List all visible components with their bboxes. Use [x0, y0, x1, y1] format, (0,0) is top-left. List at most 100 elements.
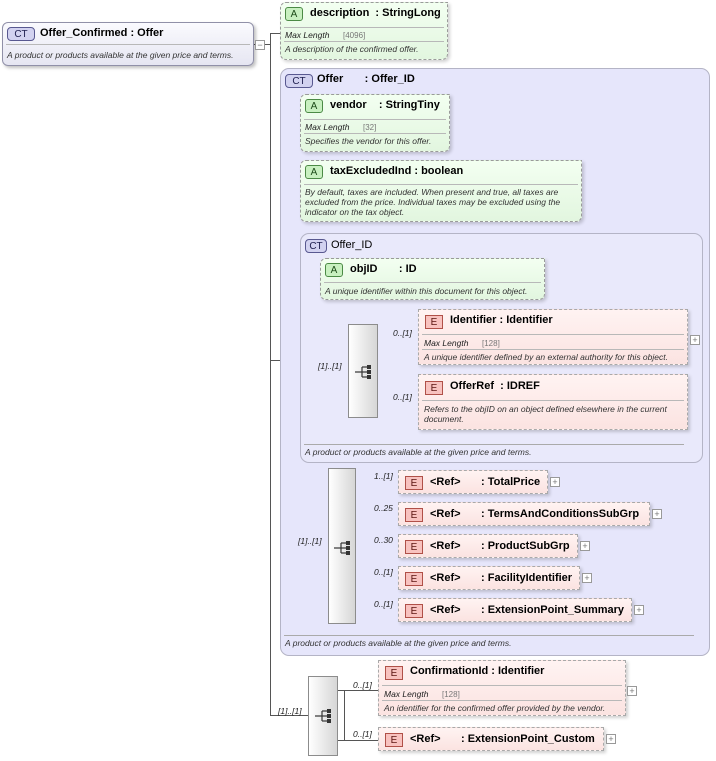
ref-label: <Ref>: [430, 572, 461, 584]
expand-plus-icon[interactable]: +: [580, 541, 590, 551]
attribute-doc-line-3: indicator on the tax object.: [305, 207, 405, 217]
complex-type-icon: CT: [305, 239, 327, 253]
ref-label: <Ref>: [430, 540, 461, 552]
facet-label: Max Length: [285, 30, 330, 40]
element-cardinality: 0..[1]: [353, 729, 372, 739]
attribute-objid[interactable]: A objID : ID A unique identifier within …: [320, 258, 545, 300]
ref-name: : ProductSubGrp: [481, 540, 570, 552]
element-cardinality: 0..[1]: [393, 392, 412, 402]
expand-plus-icon[interactable]: +: [606, 734, 616, 744]
facet-label: Max Length: [424, 338, 469, 348]
expand-plus-icon[interactable]: +: [582, 573, 592, 583]
element-icon: E: [385, 733, 403, 747]
ref-cardinality: 0..[1]: [374, 599, 393, 609]
element-icon: E: [405, 572, 423, 586]
attribute-vendor[interactable]: A vendor : StringTiny Max Length [32] Sp…: [300, 94, 450, 152]
sequence-compositor[interactable]: [308, 676, 338, 756]
attribute-title: description : StringLong: [310, 7, 441, 19]
ref-element-facilityidentifier[interactable]: E <Ref> : FacilityIdentifier: [398, 566, 580, 590]
attribute-icon: A: [325, 263, 343, 277]
element-doc-line-1: Refers to the objID on an object defined…: [424, 404, 667, 414]
element-confirmationid[interactable]: E ConfirmationId : Identifier Max Length…: [378, 660, 626, 716]
element-icon: E: [405, 508, 423, 522]
ref-element-extensionpoint-summary[interactable]: E <Ref> : ExtensionPoint_Summary: [398, 598, 632, 622]
expand-plus-icon[interactable]: +: [690, 335, 700, 345]
offer-id-doc: A product or products available at the g…: [305, 447, 532, 457]
ref-name: : TotalPrice: [481, 476, 541, 488]
element-icon: E: [405, 540, 423, 554]
sequence-cardinality: [1]..[1]: [298, 536, 322, 546]
ref-name: : ExtensionPoint_Custom: [461, 733, 595, 745]
ref-element-extensionpoint-custom[interactable]: E <Ref> : ExtensionPoint_Custom: [378, 727, 604, 751]
element-icon: E: [425, 381, 443, 395]
attribute-doc: A unique identifier within this document…: [325, 286, 528, 296]
expand-plus-icon[interactable]: +: [652, 509, 662, 519]
element-doc-line-2: document.: [424, 414, 464, 424]
attribute-icon: A: [305, 99, 323, 113]
facet-value: [128]: [482, 339, 500, 348]
element-title: ConfirmationId : Identifier: [410, 665, 545, 677]
attribute-doc: Specifies the vendor for this offer.: [305, 136, 432, 146]
expand-plus-icon[interactable]: +: [627, 686, 637, 696]
ref-cardinality: 1..[1]: [374, 471, 393, 481]
ref-element-productsubgrp[interactable]: E <Ref> : ProductSubGrp: [398, 534, 578, 558]
attribute-description[interactable]: A description : StringLong Max Length [4…: [280, 2, 448, 60]
attribute-doc: A description of the confirmed offer.: [285, 44, 419, 54]
ref-label: <Ref>: [410, 733, 441, 745]
element-icon: E: [405, 476, 423, 490]
facet-value: [32]: [363, 123, 377, 132]
attribute-doc-line-1: By default, taxes are included. When pre…: [305, 187, 559, 197]
ref-name: : ExtensionPoint_Summary: [481, 604, 625, 616]
offer-id-title: Offer_ID: [331, 239, 373, 251]
attribute-icon: A: [305, 165, 323, 179]
element-doc: An identifier for the confirmed offer pr…: [384, 703, 606, 713]
facet-value: [4096]: [343, 31, 366, 40]
expand-plus-icon[interactable]: +: [550, 477, 560, 487]
attribute-title: taxExcludedInd : boolean: [330, 165, 464, 177]
element-icon: E: [385, 666, 403, 680]
attribute-icon: A: [285, 7, 303, 21]
root-title: Offer_Confirmed : Offer: [40, 27, 164, 39]
attribute-title: vendor : StringTiny: [330, 99, 440, 111]
element-doc: A unique identifier defined by an extern…: [424, 352, 668, 362]
element-title: OfferRef : IDREF: [450, 380, 540, 392]
facet-value: [128]: [442, 690, 460, 699]
sequence-compositor-icon: [315, 709, 331, 723]
offer-title: Offer : Offer_ID: [317, 73, 415, 85]
ref-cardinality: 0..30: [374, 535, 393, 545]
sequence-compositor[interactable]: [348, 324, 378, 418]
element-icon: E: [425, 315, 443, 329]
facet-label: Max Length: [305, 122, 350, 132]
sequence-compositor-icon: [334, 541, 350, 555]
attribute-title: objID : ID: [350, 263, 417, 275]
ref-cardinality: 0..[1]: [374, 567, 393, 577]
ref-element-termsandconditionssubgrp[interactable]: E <Ref> : TermsAndConditionsSubGrp: [398, 502, 650, 526]
sequence-compositor-icon: [355, 365, 371, 379]
element-offerref[interactable]: E OfferRef : IDREF Refers to the objID o…: [418, 374, 688, 430]
ref-cardinality: 0..25: [374, 503, 393, 513]
ref-element-totalprice[interactable]: E <Ref> : TotalPrice: [398, 470, 548, 494]
ref-label: <Ref>: [430, 476, 461, 488]
root-complex-type[interactable]: CT Offer_Confirmed : Offer A product or …: [2, 22, 254, 66]
element-cardinality: 0..[1]: [353, 680, 372, 690]
element-identifier[interactable]: E Identifier : Identifier Max Length [12…: [418, 309, 688, 365]
ref-label: <Ref>: [430, 604, 461, 616]
expand-plus-icon[interactable]: +: [634, 605, 644, 615]
complex-type-icon: CT: [285, 74, 313, 88]
complex-type-icon: CT: [7, 27, 35, 41]
attribute-taxexcludedind[interactable]: A taxExcludedInd : boolean By default, t…: [300, 160, 582, 222]
sequence-cardinality: [1]..[1]: [278, 706, 302, 716]
facet-label: Max Length: [384, 689, 429, 699]
attribute-doc-line-2: excluded from the price. Individual taxe…: [305, 197, 561, 207]
ref-name: : TermsAndConditionsSubGrp: [481, 508, 640, 520]
root-doc: A product or products available at the g…: [7, 50, 234, 60]
ref-name: : FacilityIdentifier: [481, 572, 573, 584]
collapse-minus-icon[interactable]: −: [255, 40, 265, 50]
sequence-compositor[interactable]: [328, 468, 356, 624]
element-icon: E: [405, 604, 423, 618]
element-cardinality: 0..[1]: [393, 328, 412, 338]
offer-doc: A product or products available at the g…: [285, 638, 512, 648]
sequence-cardinality: [1]..[1]: [318, 361, 342, 371]
ref-label: <Ref>: [430, 508, 461, 520]
element-title: Identifier : Identifier: [450, 314, 553, 326]
